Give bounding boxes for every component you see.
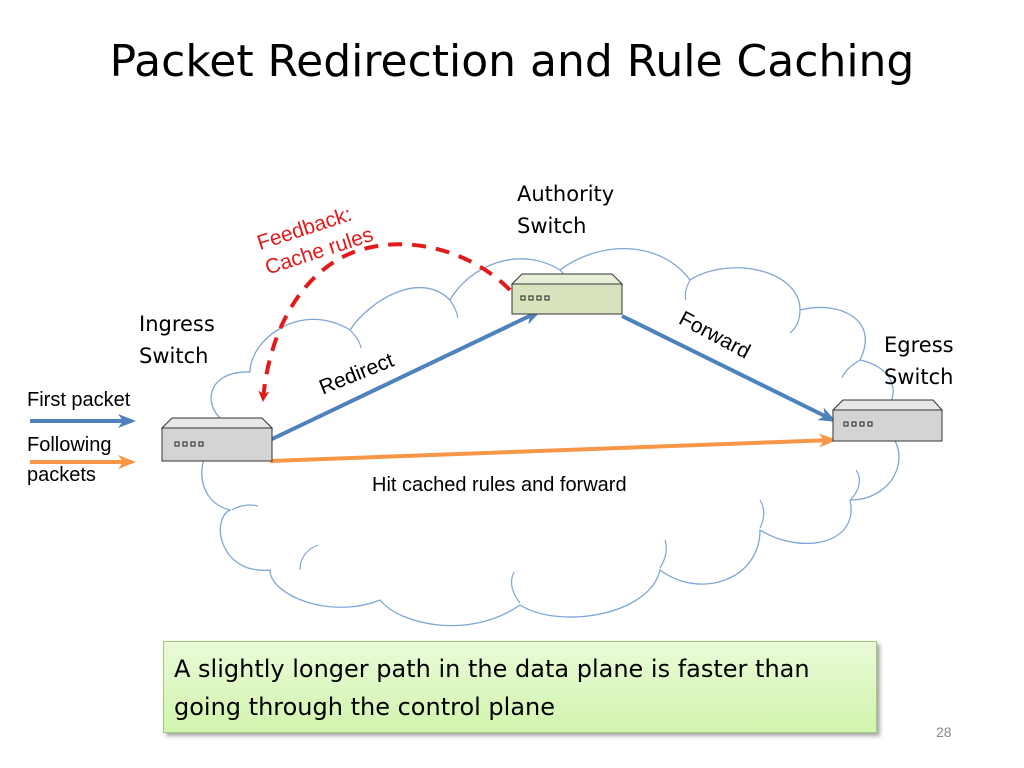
- authority-switch: [510, 273, 624, 315]
- cached-forward-arrow: [269, 433, 837, 463]
- slide-title: Packet Redirection and Rule Caching: [109, 36, 915, 87]
- cached-rules-label: Hit cached rules and forward: [372, 474, 627, 496]
- ingress-switch: [160, 417, 274, 462]
- authority-switch-label: Authority Switch: [517, 182, 615, 238]
- redirect-arrow: [269, 310, 542, 442]
- callout-box: A slightly longer path in the data plane…: [163, 641, 877, 733]
- forward-arrow: [621, 314, 837, 422]
- ingress-switch-label: Ingress Switch: [139, 312, 215, 368]
- egress-switch: [831, 399, 944, 442]
- egress-switch-label: Egress Switch: [884, 333, 954, 389]
- following-packets-label: Following packets: [27, 434, 112, 486]
- first-packet-label: First packet: [27, 389, 131, 411]
- feedback-arrow: [258, 242, 512, 402]
- page-number: 28: [936, 724, 952, 740]
